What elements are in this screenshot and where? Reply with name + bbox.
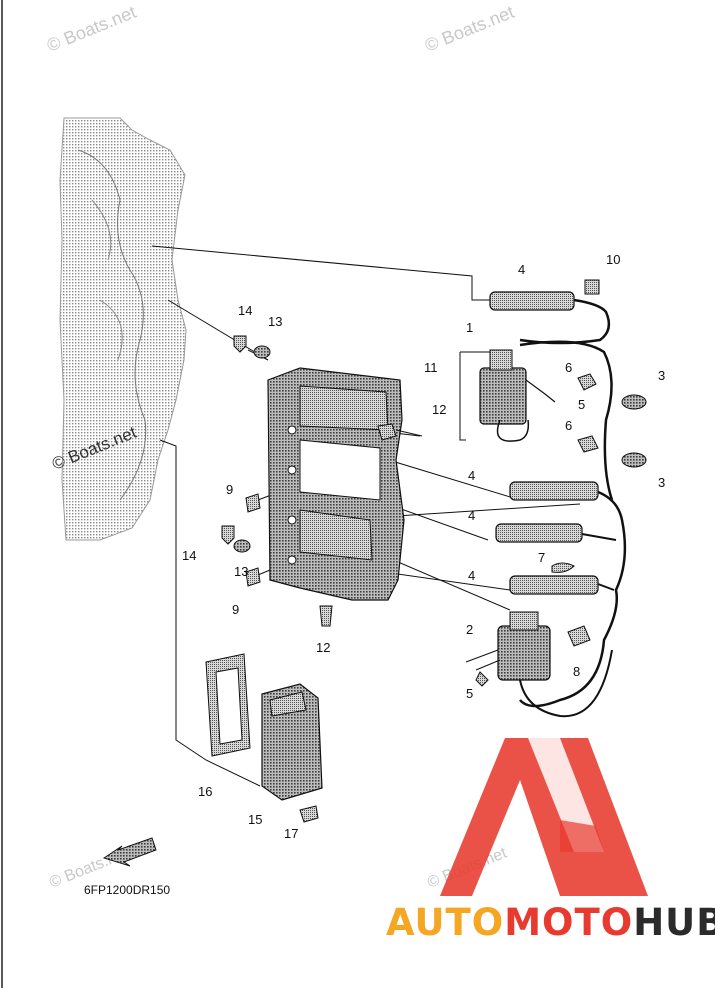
bracket-11 (267, 367, 405, 601)
clip-9-lower (245, 567, 261, 587)
brand-logo: AUTOMOTOHUB (386, 901, 715, 944)
callout-14: 14 (238, 303, 252, 318)
holder-6-upper (577, 373, 597, 391)
callout-9: 9 (226, 482, 233, 497)
callout-16: 16 (198, 784, 212, 799)
callout-10: 10 (606, 252, 620, 267)
collar-13-upper (253, 345, 271, 359)
holder-8 (567, 625, 591, 647)
callout-2: 2 (466, 622, 473, 637)
callout-6: 6 (565, 418, 572, 433)
callout-4: 4 (518, 262, 525, 277)
grommet-3-upper (621, 394, 647, 410)
spark-plug-caps (495, 481, 627, 708)
brand-part-hub: HUB (633, 901, 715, 944)
cdi-unit-15 (261, 683, 323, 801)
triangle-logo-icon (440, 738, 648, 896)
callout-12: 12 (432, 402, 446, 417)
grommet-3-lower (621, 452, 647, 468)
spark-plug-cap-top (489, 279, 611, 345)
callout-12: 12 (316, 640, 330, 655)
callout-1: 1 (466, 320, 473, 335)
bolt-12-lower (319, 605, 333, 627)
callout-13: 13 (234, 564, 248, 579)
callout-14: 14 (182, 548, 196, 563)
callout-9: 9 (232, 602, 239, 617)
callout-7: 7 (538, 550, 545, 565)
callout-8: 8 (573, 664, 580, 679)
collar-13-lower (233, 539, 251, 553)
engine-block (59, 117, 187, 541)
bolt-14-upper (233, 335, 247, 353)
fwd-arrow-icon (102, 837, 157, 867)
ignition-coil-1 (479, 340, 614, 501)
callout-4: 4 (468, 568, 475, 583)
brand-part-auto: AUTO (386, 901, 504, 944)
callout-5: 5 (466, 686, 473, 701)
callout-3: 3 (658, 368, 665, 383)
callout-6: 6 (565, 360, 572, 375)
callout-17: 17 (284, 826, 298, 841)
watermark-top-left: © Boats.net (44, 2, 139, 56)
callout-3: 3 (658, 475, 665, 490)
callout-15: 15 (248, 812, 262, 827)
brand-part-moto: MOTO (504, 901, 633, 944)
gasket-16 (205, 653, 251, 757)
bolt-17 (299, 805, 319, 823)
clip-9-upper (245, 493, 261, 513)
diagram-code: 6FP1200DR150 (84, 883, 170, 897)
bolt-12-upper (377, 423, 423, 441)
callout-5: 5 (578, 397, 585, 412)
callout-11: 11 (424, 360, 438, 375)
holder-6-lower (577, 435, 599, 453)
clamp-7 (551, 562, 575, 573)
callout-4: 4 (468, 468, 475, 483)
callout-4: 4 (468, 508, 475, 523)
bolt-14-lower (221, 525, 235, 545)
ignition-coil-2 (465, 611, 613, 718)
watermark-top-right: © Boats.net (422, 2, 517, 56)
callout-13: 13 (268, 314, 282, 329)
